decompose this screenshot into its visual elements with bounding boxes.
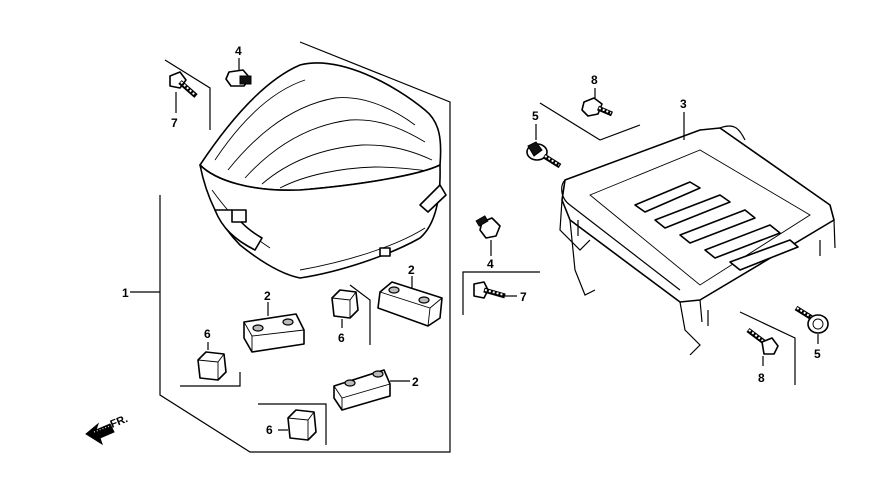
flange-bolt-upper-part bbox=[539, 88, 641, 141]
cushion-a-part bbox=[243, 302, 305, 353]
callout-7-lower: 7 bbox=[520, 290, 527, 304]
callout-2-cushion-b: 2 bbox=[408, 263, 415, 277]
rubber-c-part bbox=[258, 403, 327, 445]
cushion-b-part bbox=[349, 276, 443, 345]
callout-5-upper: 5 bbox=[532, 109, 539, 123]
washer-bolt-lower-part bbox=[794, 305, 829, 344]
carrier-rack-part bbox=[559, 112, 836, 356]
callout-5-lower: 5 bbox=[814, 347, 821, 361]
callout-7-upper: 7 bbox=[171, 116, 178, 130]
rubber-b-part bbox=[331, 289, 359, 328]
bolt-lower-part bbox=[462, 271, 540, 315]
nut-lower-part bbox=[475, 215, 501, 256]
front-arrow-icon bbox=[85, 422, 115, 446]
callout-6-rubber-c: 6 bbox=[266, 423, 273, 437]
callout-8-lower: 8 bbox=[758, 371, 765, 385]
seat-part bbox=[199, 62, 447, 279]
callout-8-upper: 8 bbox=[591, 73, 598, 87]
callout-3-carrier: 3 bbox=[680, 97, 687, 111]
callout-4-lower: 4 bbox=[487, 257, 494, 271]
callout-6-rubber-b: 6 bbox=[338, 331, 345, 345]
callout-1-seat: 1 bbox=[122, 286, 129, 300]
seat-group-outline bbox=[130, 41, 451, 453]
washer-bolt-upper-part bbox=[526, 124, 562, 169]
cushion-c-part bbox=[333, 369, 410, 411]
flange-bolt-lower-part bbox=[739, 311, 796, 385]
front-label: FR. bbox=[109, 413, 130, 431]
callout-2-cushion-a: 2 bbox=[264, 289, 271, 303]
callout-6-rubber-a: 6 bbox=[204, 327, 211, 341]
callout-4-upper: 4 bbox=[235, 44, 242, 58]
rubber-a-part bbox=[180, 342, 241, 387]
callout-2-cushion-c: 2 bbox=[412, 375, 419, 389]
nut-upper-part bbox=[225, 58, 252, 87]
front-indicator: FR. bbox=[85, 413, 130, 446]
bolt-upper-part bbox=[164, 59, 211, 130]
